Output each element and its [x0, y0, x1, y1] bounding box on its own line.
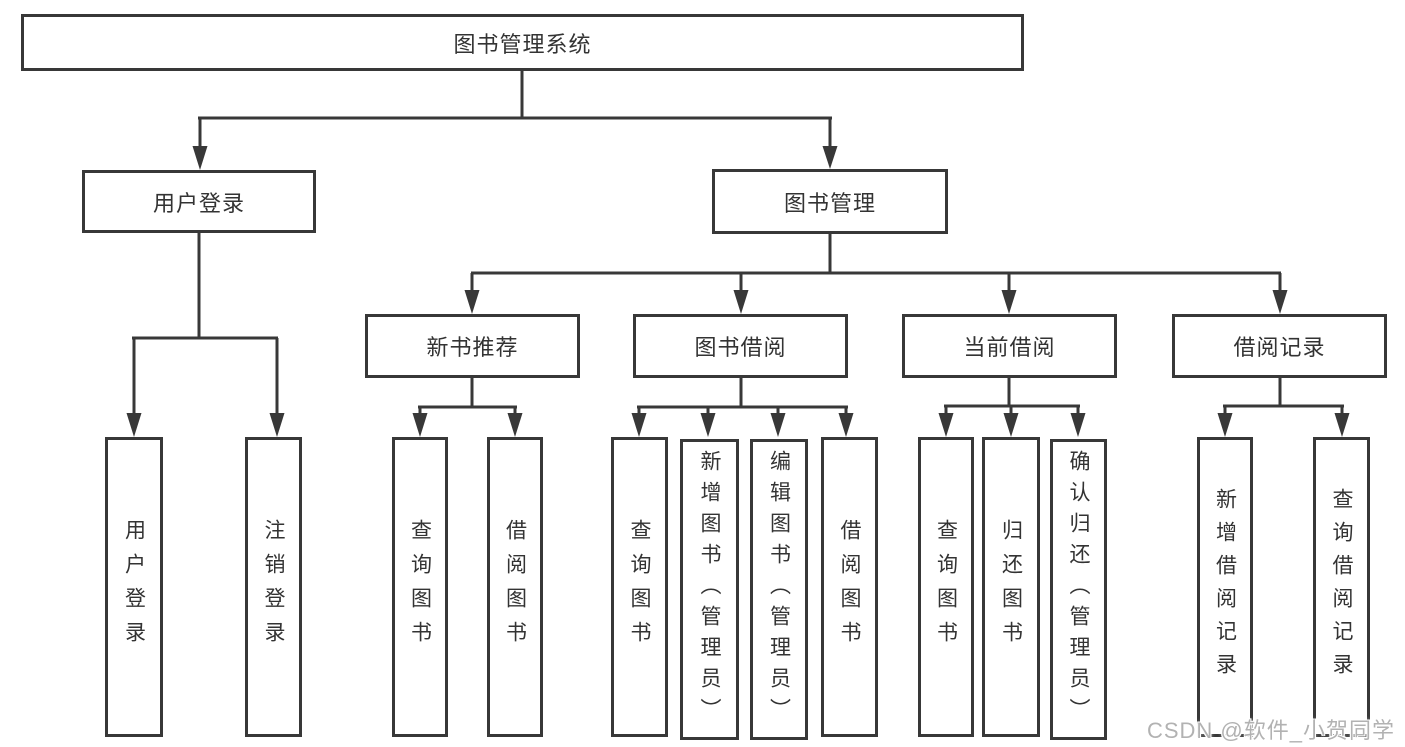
leaf-add-book-admin: 新增图书（管理员） — [680, 439, 739, 740]
node-new-book-recommendation: 新书推荐 — [365, 314, 580, 378]
leaf-query-books-current: 查询图书 — [918, 437, 974, 737]
leaf-query-books-recommend: 查询图书 — [392, 437, 448, 737]
leaf-add-borrow-record: 新增借阅记录 — [1197, 437, 1253, 737]
watermark: CSDN @软件_小贺同学 — [1146, 718, 1395, 743]
leaf-borrow-books-borrowing: 借阅图书 — [821, 437, 878, 737]
leaf-query-books-borrowing: 查询图书 — [611, 437, 668, 737]
node-user-login-branch: 用户登录 — [82, 170, 316, 233]
node-library-management-system: 图书管理系统 — [21, 14, 1024, 71]
leaf-confirm-return-admin: 确认归还（管理员） — [1050, 439, 1107, 740]
leaf-query-borrow-record: 查询借阅记录 — [1313, 437, 1370, 737]
node-book-management: 图书管理 — [712, 169, 948, 234]
leaf-return-book: 归还图书 — [982, 437, 1040, 737]
node-current-borrowing: 当前借阅 — [902, 314, 1117, 378]
leaf-borrow-books-recommend: 借阅图书 — [487, 437, 543, 737]
leaf-edit-book-admin: 编辑图书（管理员） — [750, 439, 808, 740]
leaf-logout: 注销登录 — [245, 437, 302, 737]
node-book-borrowing: 图书借阅 — [633, 314, 848, 378]
node-borrowing-records: 借阅记录 — [1172, 314, 1387, 378]
leaf-user-login: 用户登录 — [105, 437, 163, 737]
